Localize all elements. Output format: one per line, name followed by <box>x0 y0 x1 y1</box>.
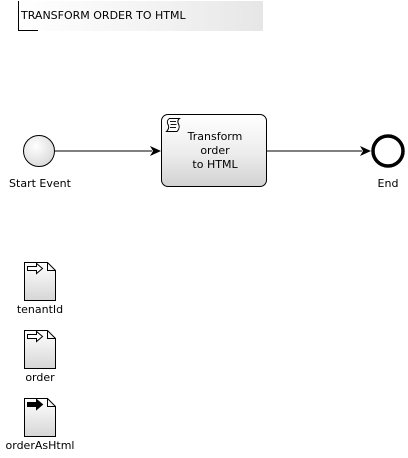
data-object-orderashtml[interactable] <box>24 398 56 437</box>
data-output-arrow-icon <box>27 398 44 411</box>
data-input-arrow-icon <box>27 262 44 275</box>
data-input-arrow-icon <box>27 330 44 343</box>
sequence-flow-task-to-end[interactable] <box>267 146 371 156</box>
pool-header-bracket <box>18 1 38 31</box>
data-object-label-order: order <box>25 371 55 384</box>
script-icon <box>165 118 181 132</box>
end-event-label: End <box>377 177 399 190</box>
data-object-tenantid[interactable] <box>24 262 56 301</box>
pool-title: TRANSFORM ORDER TO HTML <box>21 9 186 22</box>
sequence-flow-start-to-task[interactable] <box>55 146 161 156</box>
data-object-label-orderashtml: orderAsHtml <box>5 439 75 452</box>
script-task-transform-order[interactable]: Transform order to HTML <box>161 114 267 187</box>
start-event[interactable] <box>23 135 55 167</box>
end-event[interactable] <box>371 134 405 168</box>
data-object-order[interactable] <box>24 330 56 369</box>
data-object-label-tenantid: tenantId <box>16 303 64 316</box>
task-label: Transform order to HTML <box>187 130 243 171</box>
start-event-label: Start Event <box>9 177 71 190</box>
pool-header[interactable]: TRANSFORM ORDER TO HTML <box>18 1 263 31</box>
